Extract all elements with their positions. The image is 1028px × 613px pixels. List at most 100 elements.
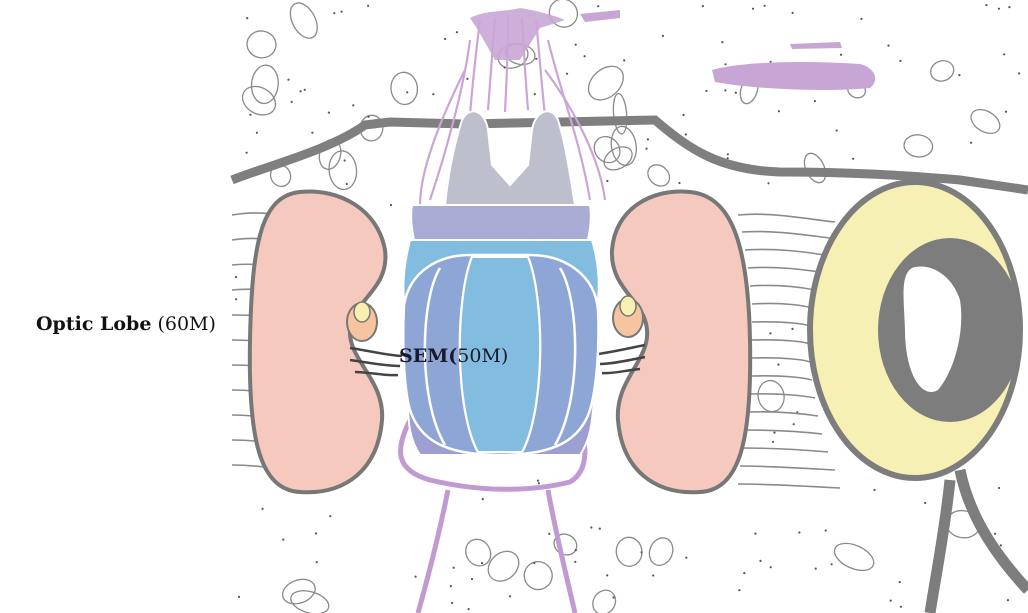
cartilage-dot — [778, 110, 780, 112]
sem-label: SEM(50M) — [399, 345, 508, 367]
optic-lobe-right-shape — [612, 192, 750, 493]
cartilage-dot — [777, 364, 779, 366]
cartilage-dot — [590, 526, 592, 528]
cartilage-dot — [994, 533, 996, 535]
cartilage-cell — [237, 81, 280, 121]
cartilage-dot — [764, 5, 766, 7]
cartilage-dot — [873, 489, 875, 491]
cartilage-dot — [770, 61, 772, 63]
cartilage-dot — [792, 12, 794, 14]
central-brain — [403, 111, 599, 455]
cartilage-dot — [606, 574, 608, 576]
cartilage-dot — [246, 152, 248, 154]
cartilage-dot — [344, 159, 346, 161]
cartilage-dot — [341, 11, 343, 13]
cartilage-dot — [538, 482, 540, 484]
cartilage-cell — [903, 133, 934, 158]
cartilage-dot — [735, 92, 737, 94]
cartilage-dot — [985, 4, 987, 6]
cartilage-dot — [574, 561, 576, 563]
cartilage-dot — [1000, 544, 1002, 546]
cartilage-dot — [311, 132, 313, 134]
cartilage-dot — [235, 298, 237, 300]
cartilage-cell — [521, 558, 556, 592]
optic-lobe-label: Optic Lobe (60M) — [36, 313, 216, 335]
cartilage-dot — [890, 600, 892, 602]
cartilage-dot — [504, 66, 506, 68]
cartilage-cell — [461, 535, 496, 571]
cartilage-cell — [612, 93, 628, 135]
purple-smear — [712, 62, 875, 90]
cartilage-dot — [958, 74, 960, 76]
cartilage-cell — [288, 587, 331, 613]
cartilage-dot — [825, 529, 827, 531]
cartilage-dot — [566, 73, 568, 75]
cartilage-dot — [702, 5, 704, 7]
cartilage-dot — [899, 60, 901, 62]
cartilage-dot — [432, 93, 434, 95]
cartilage-dot — [548, 533, 550, 535]
cartilage-dot — [333, 12, 335, 14]
cartilage-cell — [615, 536, 643, 568]
cartilage-dot — [970, 142, 972, 144]
cartilage-dot — [249, 114, 251, 116]
purple-smear-top — [580, 10, 620, 22]
cartilage-dot — [836, 129, 838, 131]
cartilage-dot — [471, 578, 473, 580]
cartilage-dot — [481, 562, 483, 564]
cartilage-cell — [285, 0, 323, 43]
cartilage-dot — [575, 549, 577, 551]
cartilage-dot — [685, 133, 687, 135]
cartilage-dot — [1018, 72, 1020, 74]
cartilage-dot — [738, 589, 740, 591]
cartilage-dot — [1003, 53, 1005, 55]
cartilage-dot — [444, 38, 446, 40]
cartilage-cell — [389, 71, 419, 106]
cartilage-dot — [537, 480, 539, 482]
optic-lobe-right — [598, 192, 750, 493]
cartilage-dot — [235, 276, 237, 278]
cartilage-dot — [815, 568, 817, 570]
cartilage-dot — [887, 45, 889, 47]
eye — [810, 182, 1028, 613]
cartilage-dot — [450, 585, 452, 587]
cartilage-dot — [533, 562, 535, 564]
cartilage-dot — [575, 44, 577, 46]
cartilage-dot — [724, 63, 726, 65]
cartilage-dot — [705, 90, 707, 92]
cartilage-dot — [770, 566, 772, 568]
cartilage-dot — [451, 602, 453, 604]
cartilage-cell — [482, 545, 524, 587]
cartilage-dot — [346, 183, 348, 185]
cartilage-dot — [262, 508, 264, 510]
cartilage-dot — [238, 596, 240, 598]
cartilage-dot — [682, 114, 684, 116]
cartilage-cell — [588, 586, 620, 613]
cartilage-cell — [589, 131, 625, 168]
cartilage-cell — [609, 125, 639, 168]
cartilage-dot — [852, 158, 854, 160]
cartilage-cell — [830, 538, 878, 576]
cartilage-dot — [641, 551, 643, 553]
cartilage-dot — [291, 101, 293, 103]
cartilage-dot — [998, 8, 1000, 10]
optic-tract-right — [598, 345, 645, 373]
cartilage-dot — [840, 54, 842, 56]
cartilage-dot — [899, 581, 901, 583]
cartilage-dot — [390, 204, 392, 206]
cartilage-dot — [647, 138, 649, 140]
cartilage-dot — [535, 58, 537, 60]
cartilage-cell — [245, 29, 278, 60]
cartilage-cell — [645, 534, 677, 569]
cartilage-dot — [1007, 599, 1009, 601]
cartilage-cell — [928, 58, 957, 85]
cartilage-dot — [924, 502, 926, 504]
optic-gland-right-center — [620, 296, 636, 316]
cartilage-dot — [406, 91, 408, 93]
cartilage-dot — [791, 328, 793, 330]
cartilage-dot — [315, 532, 317, 534]
cartilage-dot — [652, 574, 654, 576]
cartilage-dot — [900, 606, 902, 608]
cartilage-cell — [967, 105, 1004, 139]
